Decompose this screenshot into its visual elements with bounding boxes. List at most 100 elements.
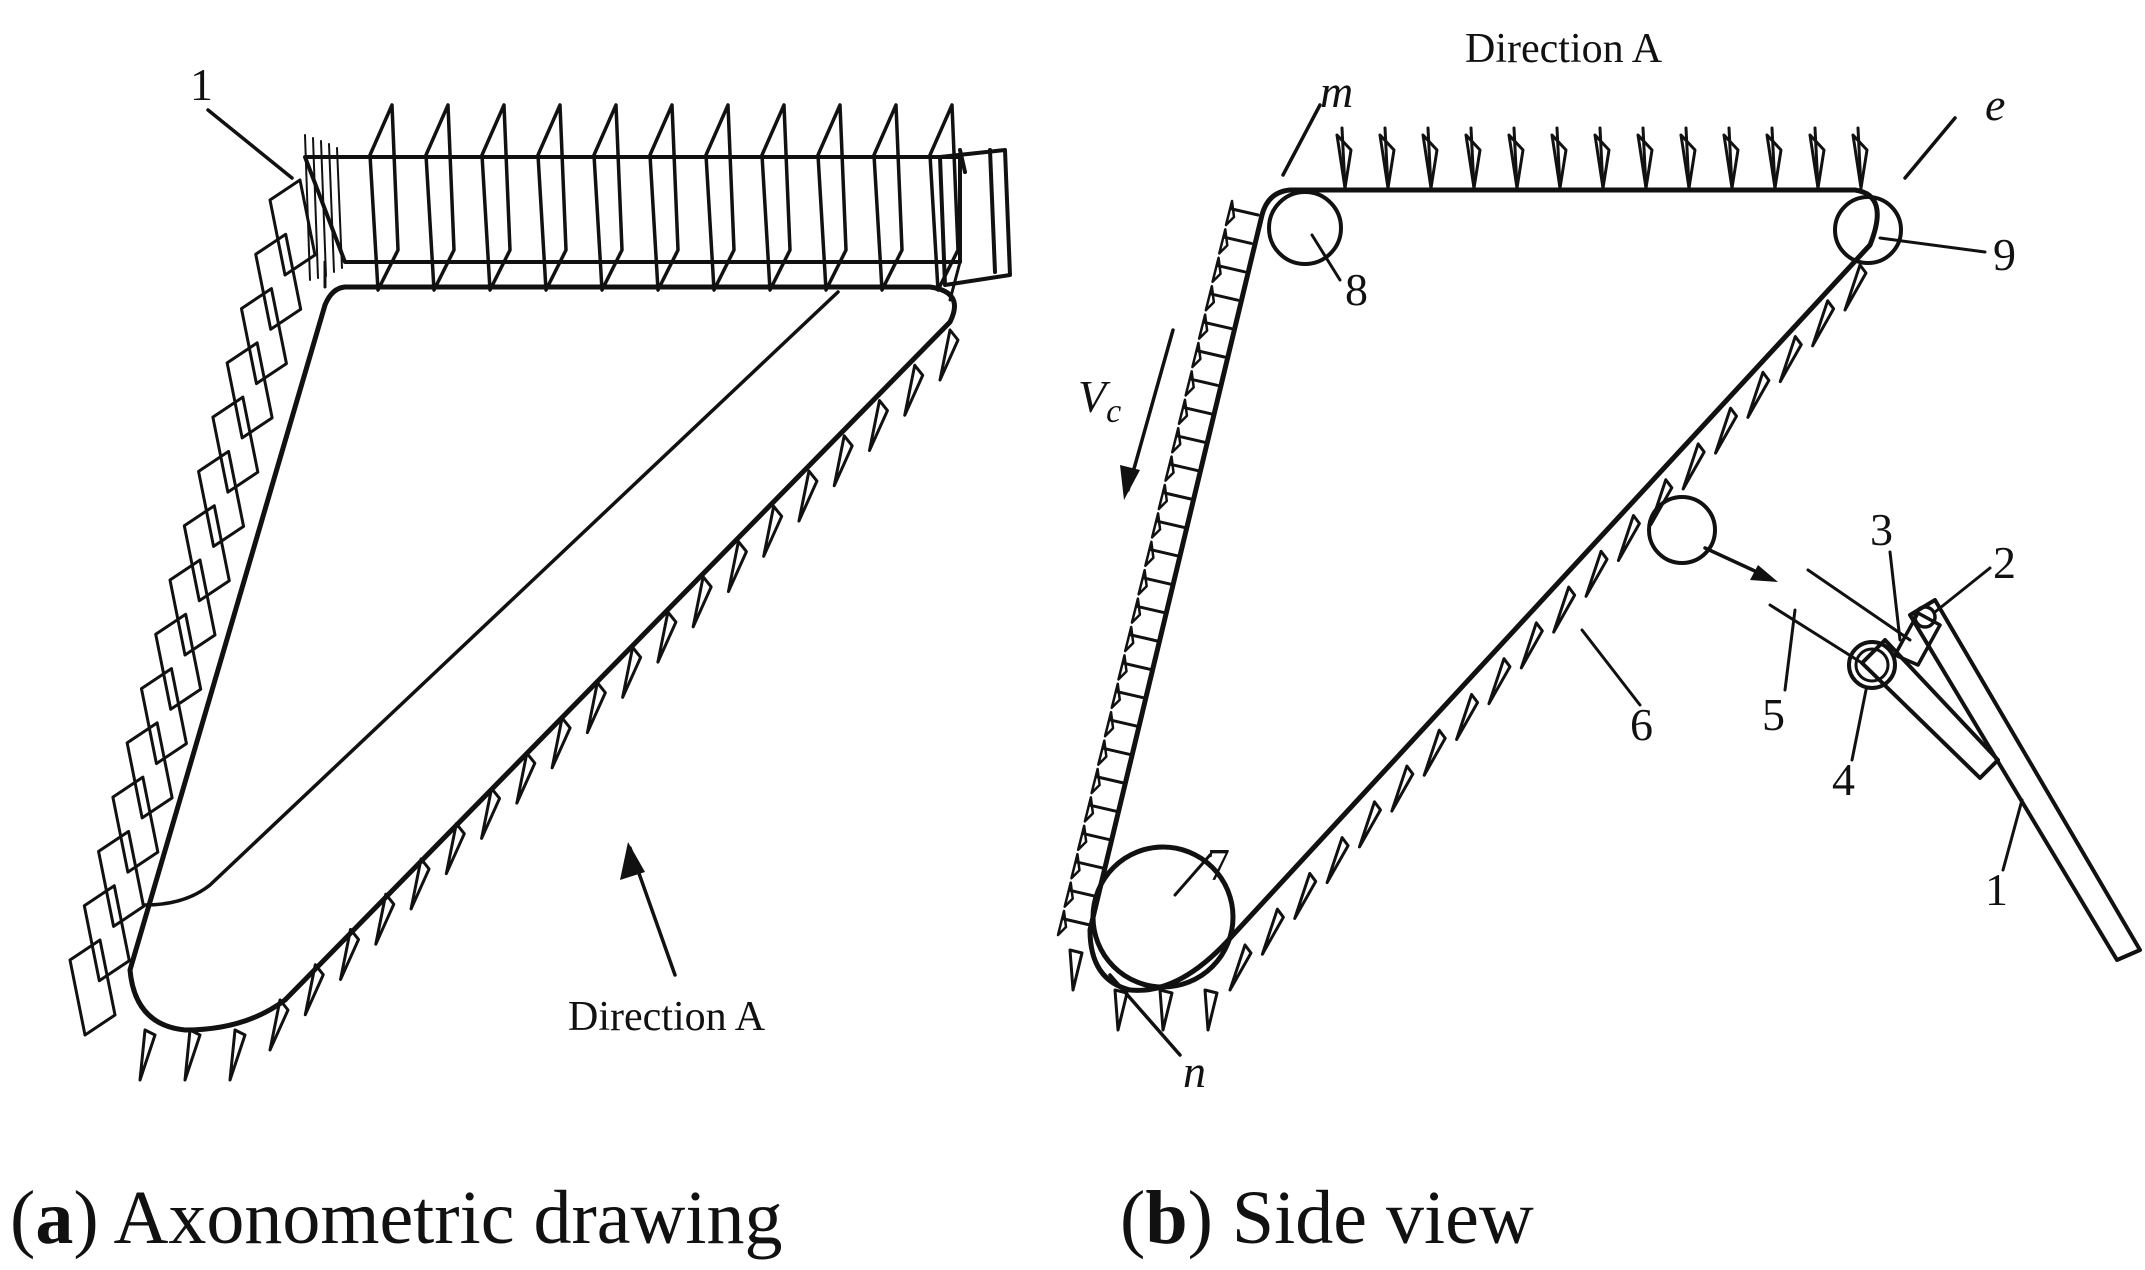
b-left-tooth — [1102, 747, 1132, 757]
b-top-tooth-stem — [1512, 126, 1519, 190]
b-left-tooth — [1210, 292, 1240, 302]
a-direction-arrowhead — [620, 842, 645, 880]
b-left-tooth-tip — [1130, 597, 1142, 624]
b-label-1: 1 — [1985, 864, 2008, 915]
b-left-tooth — [1109, 718, 1139, 728]
mechanism-arm-5 — [1860, 638, 2000, 780]
top-paddle — [368, 103, 400, 292]
b-left-tooth-tip — [1056, 909, 1068, 937]
diagonal-tooth — [268, 998, 290, 1052]
b-left-tooth-tip — [1157, 483, 1169, 511]
b-belt-triangle — [1087, 187, 1880, 993]
b-diag-tooth — [1584, 549, 1609, 598]
roller-8 — [1267, 190, 1343, 266]
mechanism-line-upper — [1806, 568, 1912, 642]
diagonal-tooth — [832, 434, 854, 488]
diagonal-tooth — [867, 399, 889, 453]
diagonal-tooth — [444, 822, 466, 876]
b-label-2-leader — [1933, 566, 1992, 614]
b-diag-tooth — [1487, 657, 1512, 706]
b-diag-tooth — [1552, 585, 1577, 634]
b-diag-tooth — [1390, 764, 1415, 813]
b-left-tooth-tip — [1110, 682, 1122, 710]
b-label-e: e — [1985, 79, 2005, 130]
b-left-tooth-tip — [1123, 625, 1135, 653]
b-label-e-leader — [1903, 116, 1957, 180]
b-left-tooth-tip — [1177, 398, 1189, 426]
b-left-tooth — [1190, 377, 1220, 387]
left-paddle — [197, 449, 246, 548]
caption-a: (a) Axonometric drawing — [10, 1176, 782, 1260]
joint-4 — [1847, 640, 1897, 690]
left-paddle — [111, 775, 160, 874]
mechanism-line-5 — [1768, 603, 1864, 665]
b-bottom-tooth — [1158, 988, 1174, 1032]
b-top-teeth — [1335, 126, 1869, 190]
b-left-tooth — [1163, 491, 1193, 501]
b-label-5-leader — [1783, 608, 1797, 692]
b-left-tooth-tip — [1170, 426, 1182, 454]
diagonal-tooth — [409, 857, 431, 911]
a-label-1: 1 — [190, 59, 213, 110]
diagonal-tooth — [726, 540, 748, 594]
b-left-tooth — [1129, 633, 1159, 643]
b-diag-tooth — [1519, 621, 1544, 670]
b-label-6: 6 — [1630, 699, 1653, 750]
top-paddle — [536, 103, 568, 292]
b-left-tooth-tip — [1224, 199, 1236, 227]
b-left-tooth-tip — [1063, 881, 1074, 908]
diagonal-tooth — [515, 751, 537, 805]
vc-arrow — [1126, 328, 1175, 492]
left-paddle — [168, 558, 217, 657]
b-left-tooth — [1116, 690, 1146, 700]
b-diag-tooth — [1325, 836, 1350, 885]
b-left-tooth — [1230, 207, 1260, 217]
b-left-tooth-tip — [1218, 228, 1229, 255]
b-left-tooth-tip — [1070, 852, 1081, 880]
b-left-tooth-tip — [1164, 455, 1175, 482]
b-top-tooth-stem — [1641, 126, 1648, 190]
b-left-tooth-tip — [1191, 341, 1202, 369]
b-diag-tooth — [1455, 692, 1480, 741]
b-top-tooth-stem — [1469, 126, 1476, 190]
b-left-tooth — [1069, 889, 1099, 899]
b-label-3-leader — [1888, 550, 1902, 642]
diagonal-tooth — [550, 716, 572, 770]
b-left-tooth — [1149, 548, 1179, 558]
diagonal-tooth — [585, 681, 607, 735]
b-left-tooth-tip — [1204, 284, 1216, 312]
diagonal-tooth — [621, 645, 643, 699]
joint-4-inner — [1854, 647, 1890, 683]
b-left-tooth — [1183, 406, 1213, 416]
b-diag-tooth — [1778, 335, 1803, 384]
top-paddle — [760, 103, 792, 292]
b-top-tooth-stem — [1813, 126, 1820, 190]
b-label-9: 9 — [1993, 229, 2016, 280]
b-feed-arrowhead — [1750, 565, 1778, 582]
b-left-tooth — [1096, 775, 1126, 785]
b-left-tooth — [1082, 832, 1112, 842]
b-top-tooth-stem — [1770, 126, 1777, 190]
b-left-tooth — [1075, 860, 1105, 870]
roller-7 — [1090, 844, 1236, 990]
corner-hatching — [304, 134, 343, 281]
top-paddle — [480, 103, 512, 292]
b-left-tooth-tip — [1184, 370, 1195, 397]
b-left-tooth-tip — [1137, 568, 1148, 596]
b-bottom-tooth — [1113, 988, 1129, 1032]
b-label-n-leader — [1108, 973, 1182, 1057]
bottom-tooth — [183, 1028, 202, 1082]
left-paddle — [68, 938, 117, 1037]
b-left-teeth — [1056, 199, 1260, 937]
b-left-tooth-tip — [1097, 739, 1108, 766]
b-label-8-leader — [1310, 233, 1342, 282]
b-diag-tooth — [1260, 907, 1285, 956]
left-paddle — [254, 232, 303, 331]
b-left-tooth-tip — [1197, 313, 1209, 340]
top-paddle — [872, 103, 904, 292]
b-left-tooth-tip — [1211, 256, 1222, 284]
left-paddle — [82, 884, 131, 983]
top-paddle — [648, 103, 680, 292]
b-label-vc: Vc — [1078, 371, 1121, 430]
top-frame — [303, 155, 962, 264]
